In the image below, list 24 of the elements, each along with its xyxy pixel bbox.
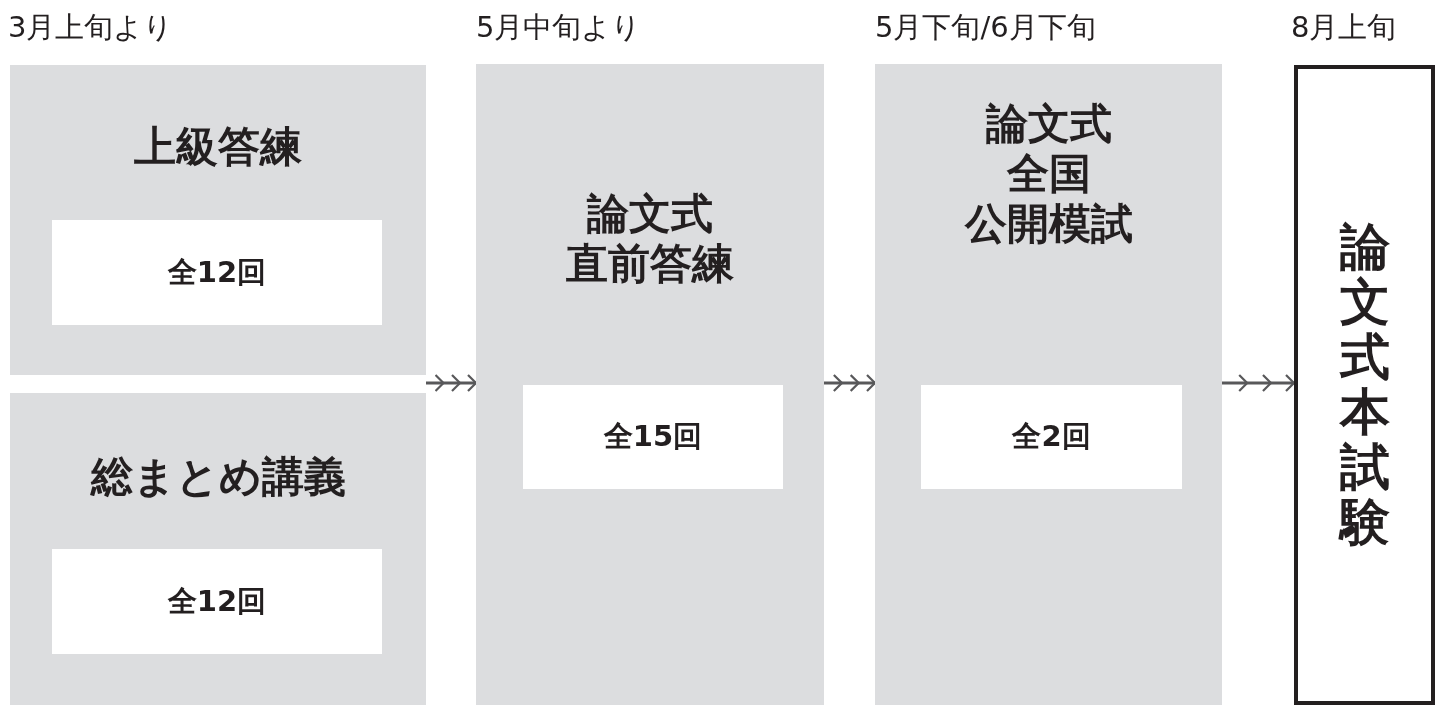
period-label: 5月下旬/6月下旬 (875, 9, 1096, 46)
exam-box (1294, 65, 1435, 705)
count-box: 全2回 (921, 385, 1182, 489)
count-box: 全12回 (52, 549, 382, 654)
count-box: 全15回 (523, 385, 783, 489)
period-label: 8月上旬 (1291, 9, 1397, 46)
stage-title: 直前答練 (565, 238, 735, 290)
stage-panel (10, 393, 426, 705)
chevron-arrow (1222, 374, 1294, 392)
exam-title: 論文式本試験 (1339, 220, 1390, 550)
stage-title: 総まとめ講義 (89, 451, 347, 503)
count-box: 全12回 (52, 220, 382, 325)
stage-title: 論文式 (585, 188, 714, 240)
stage-title: 全国 (1005, 148, 1092, 200)
stage-title: 論文式 (984, 98, 1113, 150)
period-label: 3月上旬より (8, 9, 174, 46)
stage-panel (10, 65, 426, 375)
chevron-arrow (824, 374, 875, 392)
period-label: 5月中旬より (476, 9, 642, 46)
chevron-arrow (426, 374, 476, 392)
stage-title: 上級答練 (133, 121, 303, 173)
stage-panel (476, 64, 824, 705)
stage-title: 公開模試 (963, 198, 1134, 250)
stage-panel (875, 64, 1222, 705)
